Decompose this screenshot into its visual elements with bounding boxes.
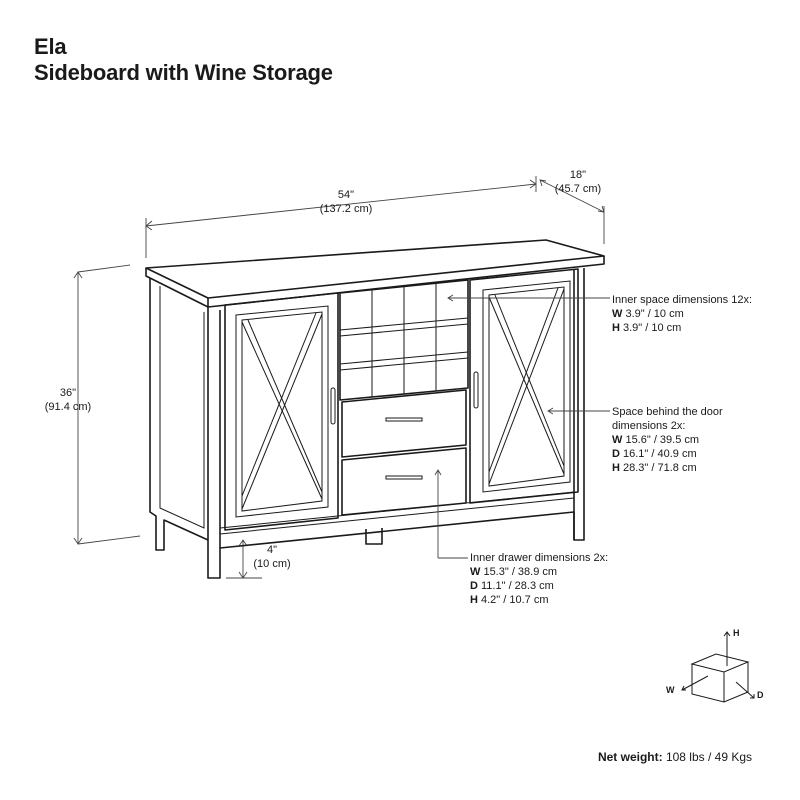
width-inches: 54" [337,189,355,201]
drawer-d-value: 11.1" / 28.3 cm [477,580,554,592]
axis-d-label: D [757,690,764,700]
width-cm: (137.2 cm) [319,203,373,215]
inner-space-callout [447,294,610,302]
inner-space-w-value: 3.9" / 10 cm [622,308,684,320]
inner-space-text: Inner space dimensions 12x: W 3.9" / 10 … [612,293,752,335]
depth-label: 18" (45.7 cm) [546,168,610,196]
drawer-h-label: H [470,594,478,606]
behind-door-title-1: Space behind the door [612,406,723,418]
inner-space-h-label: H [612,322,620,334]
drawer-h-value: 4.2" / 10.7 cm [477,594,549,606]
behind-door-h-value: 28.3" / 71.8 cm [619,462,697,474]
net-weight: Net weight: 108 lbs / 49 Kgs [598,750,752,764]
width-label: 54" (137.2 cm) [306,188,386,216]
left-side-panel [149,278,209,551]
drawer-d-label: D [470,580,478,592]
net-weight-value: 108 lbs / 49 Kgs [662,750,752,764]
height-dimension-line [73,264,141,545]
leg-cm: (10 cm) [253,558,291,570]
axis-h-label: H [733,628,740,638]
drawer-bottom [341,447,467,516]
right-door [469,268,579,504]
depth-inches: 18" [569,169,587,181]
left-door [224,292,339,531]
behind-door-w-label: W [612,434,623,446]
leg-inches: 4" [266,544,278,556]
drawer-top [341,389,467,458]
product-title: Sideboard with Wine Storage [34,60,333,85]
height-inches: 36" [59,387,77,399]
drawer-callout [434,469,468,559]
drawer-w-value: 15.3" / 38.9 cm [480,566,558,578]
behind-door-d-label: D [612,448,620,460]
behind-door-h-label: H [612,462,620,474]
inner-space-title: Inner space dimensions 12x: [612,294,753,306]
depth-dimension-line [539,179,605,244]
behind-door-callout [547,407,610,415]
behind-door-d-value: 16.1" / 40.9 cm [619,448,697,460]
height-label: 36" (91.4 cm) [40,386,96,414]
behind-door-text: Space behind the door dimensions 2x: W 1… [612,405,723,475]
axis-cube-icon [681,631,755,703]
leg-label: 4" (10 cm) [248,543,296,571]
drawer-text: Inner drawer dimensions 2x: W 15.3" / 38… [470,551,608,607]
axis-w-label: W [666,685,675,695]
inner-space-w-label: W [612,308,623,320]
depth-cm: (45.7 cm) [554,183,602,195]
net-weight-label: Net weight: [597,750,663,764]
product-name: Ela [34,34,67,59]
inner-space-h-value: 3.9" / 10 cm [619,322,682,334]
drawer-title: Inner drawer dimensions 2x: [470,552,609,564]
behind-door-title-2: dimensions 2x: [612,420,686,432]
wine-rack [339,279,469,401]
drawer-w-label: W [470,566,481,578]
height-cm: (91.4 cm) [44,401,92,413]
behind-door-w-value: 15.6" / 39.5 cm [622,434,700,446]
front-frame [207,268,585,579]
width-dimension-line [145,176,537,258]
